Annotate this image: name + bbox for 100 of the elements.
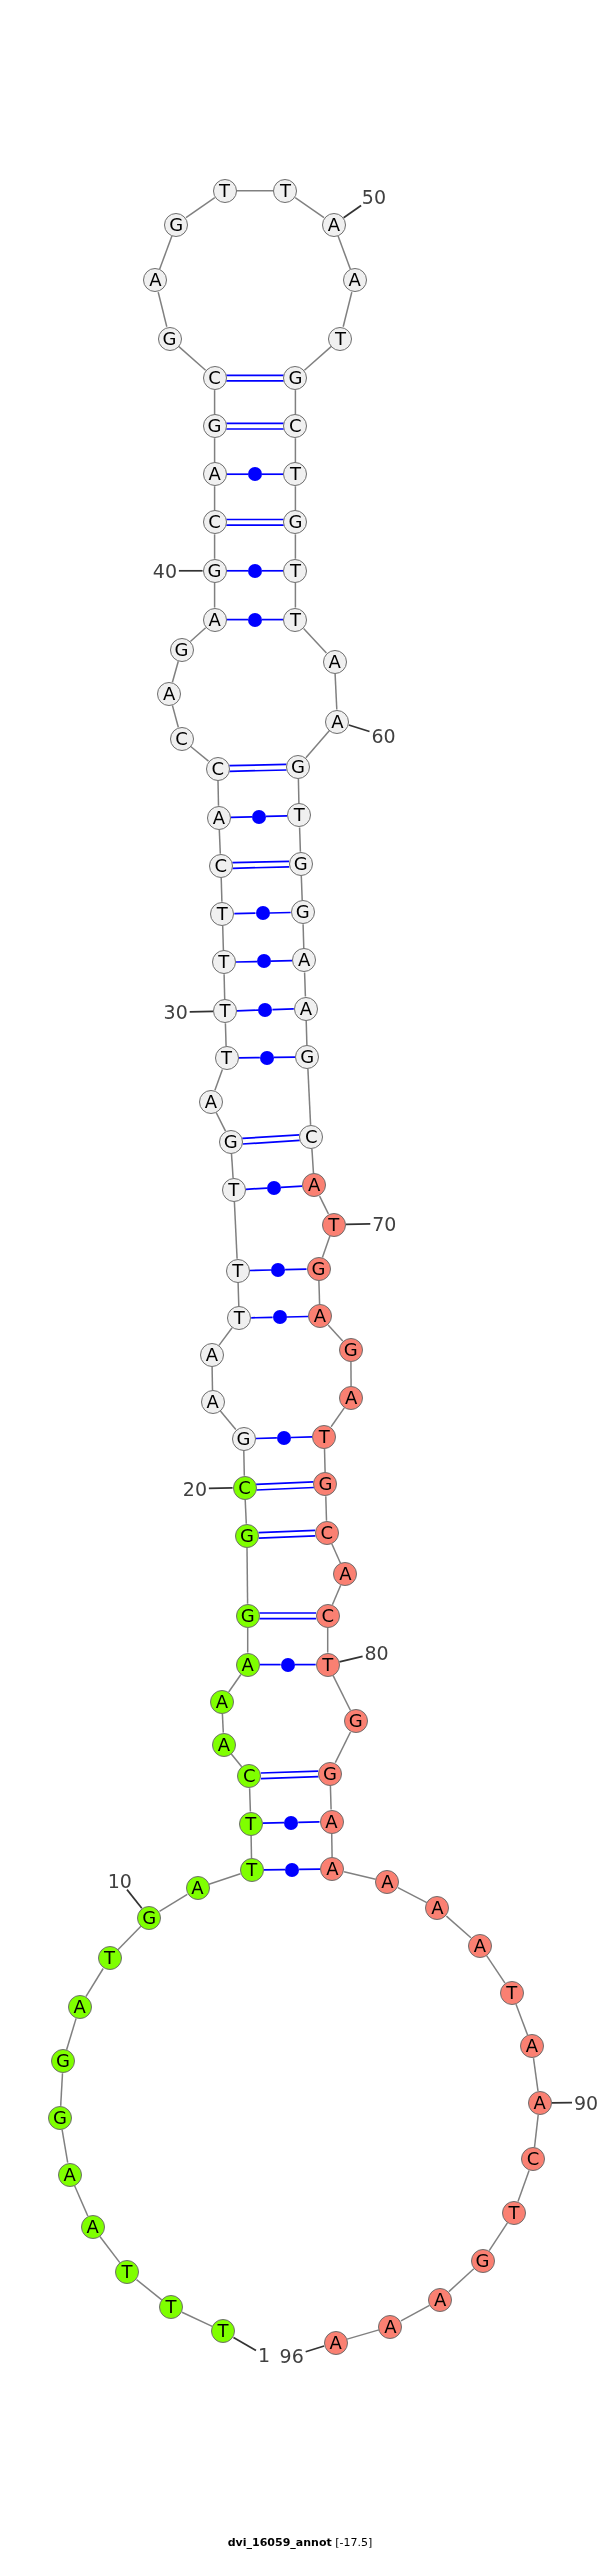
nucleotide-circle: C [283, 414, 308, 439]
nucleotide-circle: T [214, 1046, 239, 1071]
leader-line [550, 2101, 573, 2104]
backbone-line [294, 196, 325, 219]
nucleotide-circle: G [51, 2049, 76, 2074]
base-pair-line [297, 1820, 321, 1824]
backbone-line [307, 1068, 312, 1126]
backbone-line [85, 1967, 104, 1998]
backbone-line [302, 923, 305, 950]
caption: dvi_16059_annot [-17.5] [227, 2535, 373, 2549]
backbone-line [219, 1410, 237, 1431]
nucleotide-circle: A [80, 2215, 105, 2239]
nucleotide-circle: A [157, 681, 182, 706]
backbone-line [244, 1498, 248, 1525]
nucleotide-circle: T [287, 803, 312, 828]
nucleotide-circle: G [137, 1905, 162, 1930]
nucleotide-circle: G [338, 1338, 363, 1362]
base-pair-line [231, 866, 291, 870]
backbone-line [334, 1731, 352, 1764]
nucleotide-circle: G [169, 637, 194, 662]
nucleotide-circle: G [218, 1129, 243, 1154]
leader-line [208, 1487, 234, 1490]
nucleotide-circle: A [467, 1933, 492, 1958]
nucleotide-circle: C [521, 2147, 546, 2172]
backbone-line [318, 1195, 330, 1215]
base-pair-line [250, 1316, 274, 1319]
backbone-line [117, 1925, 142, 1951]
backbone-line [532, 2057, 539, 2092]
base-pair-line [262, 1868, 286, 1871]
nucleotide-circle: G [164, 212, 189, 237]
backbone-line [213, 437, 216, 463]
backbone-line [303, 345, 333, 371]
base-pair-line [231, 860, 290, 864]
backbone-line [61, 2128, 69, 2164]
nucleotide-circle: A [206, 805, 231, 830]
pair-dot-icon [271, 1262, 286, 1277]
nucleotide-circle: G [231, 1426, 256, 1451]
backbone-line [218, 1326, 233, 1347]
position-number: 96 [279, 2346, 304, 2366]
backbone-line [246, 1547, 249, 1605]
position-number: 20 [182, 1478, 207, 1499]
nucleotide-circle: T [315, 1652, 340, 1677]
nucleotide-circle: T [502, 2200, 526, 2225]
backbone-line [224, 1022, 227, 1047]
backbone-line [294, 389, 297, 415]
pair-dot-icon [284, 1815, 299, 1830]
nucleotide-circle: T [283, 607, 308, 632]
nucleotide-circle: T [283, 462, 308, 487]
pair-dot-icon [252, 809, 266, 824]
nucleotide-circle: A [333, 1562, 358, 1587]
backbone-line [177, 345, 207, 371]
nucleotide-circle: A [67, 1994, 92, 2019]
backbone-line [65, 2017, 77, 2051]
nucleotide-circle: T [211, 950, 236, 975]
backbone-line [171, 660, 180, 683]
base-pair-line [265, 814, 289, 818]
backbone-line [221, 1713, 225, 1734]
backbone-line [99, 2235, 121, 2264]
base-pair-line [241, 1133, 301, 1140]
backbone-line [248, 1787, 252, 1813]
nucleotide-circle: A [320, 1857, 345, 1881]
nucleotide-circle: G [235, 1603, 260, 1628]
nucleotide-circle: T [211, 2319, 236, 2344]
backbone-line [533, 2114, 539, 2149]
backbone-line [337, 235, 352, 270]
nucleotide-circle: A [302, 1173, 327, 1198]
nucleotide-circle: G [202, 558, 227, 583]
backbone-line [298, 826, 302, 853]
backbone-line [325, 1495, 328, 1522]
backbone-line [297, 778, 300, 805]
base-pair-line [254, 1437, 278, 1440]
backbone-line [211, 1366, 214, 1391]
nucleotide-circle: G [283, 510, 308, 535]
position-number: 1 [257, 2345, 271, 2365]
backbone-line [327, 1324, 344, 1342]
backbone-line [215, 1111, 227, 1132]
backbone-line [342, 291, 353, 328]
backbone-line [300, 875, 303, 902]
position-number: 80 [364, 1643, 389, 1663]
nucleotide-circle: A [339, 1386, 364, 1411]
base-pair-line [234, 960, 258, 963]
nucleotide-circle: C [202, 366, 227, 391]
pair-dot-icon [248, 612, 262, 627]
backbone-line [237, 1282, 240, 1307]
backbone-line [323, 1447, 326, 1473]
nucleotide-circle: G [283, 366, 308, 391]
base-pair-line [225, 569, 249, 572]
backbone-line [246, 1627, 249, 1654]
base-pair-line [225, 524, 285, 526]
nucleotide-circle: A [202, 462, 227, 487]
nucleotide-circle: A [319, 1809, 344, 1834]
leader-line [304, 2345, 325, 2353]
base-pair-line [261, 618, 285, 621]
nucleotide-circle: G [202, 414, 227, 439]
backbone-line [135, 2278, 163, 2301]
backbone-line [445, 1915, 472, 1939]
nucleotide-circle: G [288, 851, 313, 876]
nucleotide-circle: A [378, 2314, 403, 2339]
backbone-line [235, 190, 275, 192]
backbone-line [221, 925, 225, 952]
